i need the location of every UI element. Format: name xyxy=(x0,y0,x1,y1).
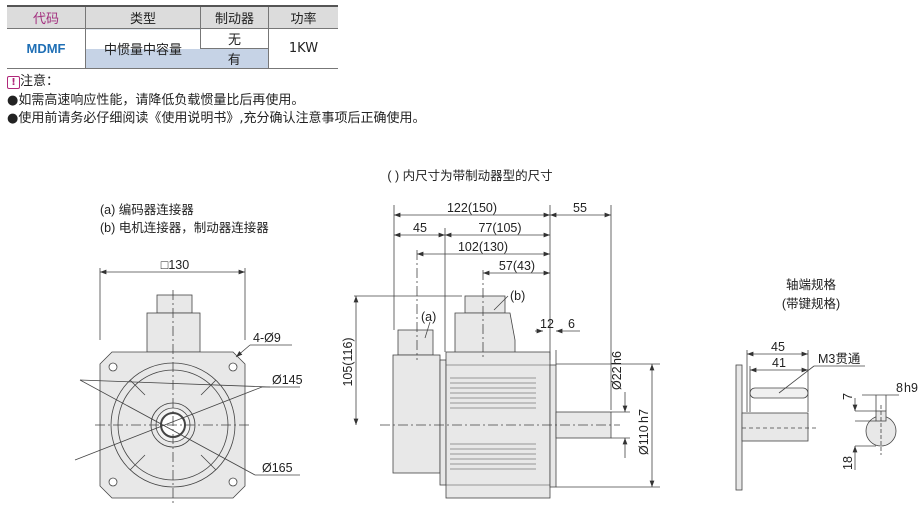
spec-table: 代码 类型 制动器 功率 MDMF 中惯量中容量 无 1KW 有 xyxy=(7,5,338,69)
dim-holes: 4-Ø9 xyxy=(253,331,281,345)
type-cell: 中惯量中容量 xyxy=(85,28,201,69)
dim-key-width: 8 xyxy=(896,381,903,395)
warning-icon: ! xyxy=(7,76,20,89)
dim-key-depth: 7 xyxy=(841,393,855,400)
header-type: 类型 xyxy=(85,5,201,29)
dim-45: 45 xyxy=(413,221,427,235)
dim-shaft-length: 55 xyxy=(573,201,587,215)
dim-key-height: 18 xyxy=(841,456,855,470)
dim-77: 77(105) xyxy=(478,221,521,235)
dim-shaft-dia: Ø22 xyxy=(610,366,624,390)
dim-pcd: Ø145 xyxy=(272,373,303,387)
label-a: (a) xyxy=(421,310,436,324)
note-1: ●如需高速响应性能，请降低负载惯量比后再使用。 xyxy=(7,93,305,108)
side-view xyxy=(353,205,660,499)
dim-shaft-45: 45 xyxy=(771,340,785,354)
dim-height: 105(116) xyxy=(341,337,355,386)
dim-outer: Ø165 xyxy=(262,461,293,475)
dim-12: 12 xyxy=(540,317,554,331)
dim-key-tol: h9 xyxy=(904,381,918,395)
dim-shaft-41: 41 xyxy=(772,356,786,370)
legend-b: (b) 电机连接器，制动器连接器 xyxy=(100,220,269,235)
dim-6: 6 xyxy=(568,317,575,331)
brake-none: 无 xyxy=(200,28,269,49)
dim-shaft-tol: h6 xyxy=(610,351,624,365)
shaft-title: 轴端规格 xyxy=(786,277,837,292)
dim-102: 102(130) xyxy=(458,240,508,254)
front-view xyxy=(74,268,300,505)
note-2: ●使用前请务必仔细阅读《使用说明书》,充分确认注意事项后正确使用。 xyxy=(7,111,426,126)
power-cell: 1KW xyxy=(268,28,338,69)
label-b: (b) xyxy=(510,289,525,303)
code-cell: MDMF xyxy=(26,41,66,56)
drawing-caption: ( ) 内尺寸为带制动器型的尺寸 xyxy=(387,168,552,183)
dim-square: □130 xyxy=(161,258,189,272)
brake-yes: 有 xyxy=(200,48,269,69)
header-power: 功率 xyxy=(268,5,338,29)
dim-spigot: Ø110 xyxy=(637,425,651,455)
header-code: 代码 xyxy=(7,5,86,29)
tap-label: M3贯通 xyxy=(818,352,861,366)
dim-spigot-tol: h7 xyxy=(637,409,651,423)
shaft-spec-view xyxy=(735,350,899,491)
dim-57: 57(43) xyxy=(499,259,535,273)
notes-title: !注意： xyxy=(7,70,59,89)
header-brake: 制动器 xyxy=(200,5,269,29)
dim-total: 122(150) xyxy=(447,201,497,215)
legend-a: (a) 编码器连接器 xyxy=(100,202,194,217)
shaft-subtitle: (带键规格) xyxy=(782,296,840,311)
